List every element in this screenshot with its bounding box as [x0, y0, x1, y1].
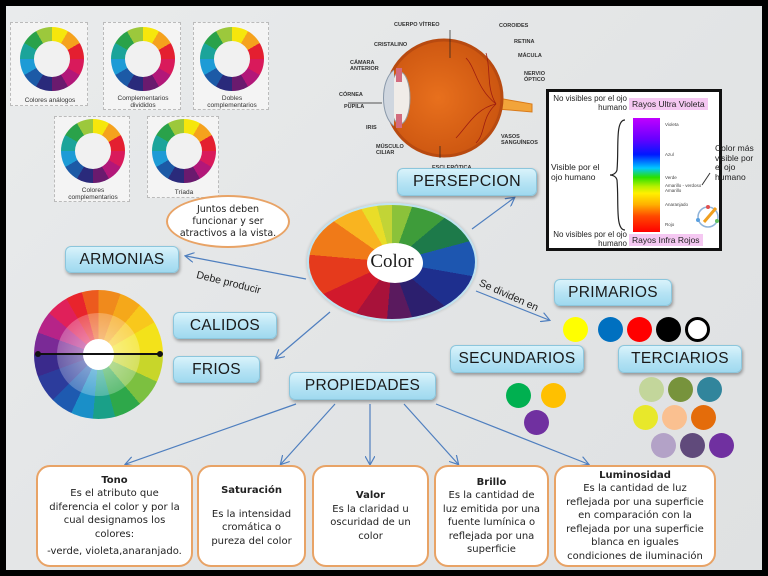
band-label: Rojo: [665, 222, 675, 227]
color-wheel-icon: [111, 27, 175, 91]
eye-diagram: CUERPO VÍTREO COROIDES RETINA MÁCULA NER…: [336, 8, 545, 171]
color-swatch-white: [685, 317, 710, 342]
harmony-wheel-card: Dobles complementarios: [193, 22, 269, 110]
central-color-node: Color: [307, 203, 477, 321]
color-wheel-icon: [152, 119, 216, 183]
property-title: Tono: [101, 474, 128, 486]
concept-frios[interactable]: FRIOS: [173, 356, 260, 383]
color-swatch: [639, 377, 664, 402]
property-body: Es la cantidad de luz reflejada por una …: [566, 483, 704, 562]
band-label: Amarillo - verdoso: [665, 183, 702, 188]
spectrum-middle-left-text: Visible por el ojo humano: [551, 162, 600, 182]
color-swatch: [633, 405, 658, 430]
harmony-wheel-label: Tríada: [166, 189, 202, 196]
concept-secundarios[interactable]: SECUNDARIOS: [450, 345, 584, 373]
harmony-wheel-label: Colores complementarios: [59, 187, 127, 201]
property-title: Brillo: [476, 476, 507, 488]
band-label: Anaranjado: [665, 202, 689, 207]
color-swatch-purple: [524, 410, 549, 435]
property-body: Es la cantidad de luz emitida por una fu…: [442, 490, 541, 555]
property-card-brillo: Brillo Es la cantidad de luz emitida por…: [434, 465, 549, 567]
property-body: Es el atributo que diferencia el color y…: [49, 488, 180, 540]
light-spectrum-panel: No visibles por el ojo humano Rayos Ultr…: [546, 89, 754, 251]
color-swatch: [680, 433, 705, 458]
concept-perspecion[interactable]: PERSEPCION: [397, 168, 537, 196]
brace-icon: [609, 119, 626, 231]
color-swatch: [662, 405, 687, 430]
color-swatch: [691, 405, 716, 430]
eye-label-coroides: COROIDES: [499, 23, 529, 29]
eye-label-camara-anterior: CÁMARA ANTERIOR: [350, 60, 379, 72]
spectrum-top-left-text: No visibles por el ojo humano: [553, 94, 627, 112]
color-swatch: [697, 377, 722, 402]
color-swatch: [651, 433, 676, 458]
concept-calidos[interactable]: CALIDOS: [173, 312, 277, 339]
color-wheel-icon: [200, 27, 264, 91]
property-card-saturacion: Saturación Es la intensidad cromática o …: [197, 465, 306, 567]
uv-rays-tag: Rayos Ultra Violeta: [629, 98, 708, 110]
color-swatch-black: [656, 317, 681, 342]
spectrum-bottom-left-text: No visibles por el ojo humano: [553, 230, 627, 248]
harmony-wheel-label: Complementarios divididos: [108, 95, 178, 109]
color-wheel-icon: [61, 119, 125, 183]
ir-rays-tag: Rayos Infra Rojos: [629, 234, 703, 246]
band-label: Violeta: [665, 122, 679, 127]
property-card-luminosidad: Luminosidad Es la cantidad de luz reflej…: [554, 465, 716, 567]
color-swatch-blue: [598, 317, 623, 342]
divider-line: [37, 353, 160, 355]
color-swatch-green: [506, 383, 531, 408]
eye-label-cristalino: CRISTALINO: [374, 42, 408, 48]
color-swatch: [709, 433, 734, 458]
harmony-wheel-card: Colores análogos: [10, 22, 88, 106]
property-title: Saturación: [221, 485, 282, 496]
harmony-wheel-card: Colores complementarios: [54, 116, 130, 202]
harmony-note: Juntos deben funcionar y ser atractivos …: [166, 195, 290, 248]
color-swatch-red: [627, 317, 652, 342]
property-body: Es la claridad u oscuridad de un color: [330, 503, 411, 542]
eye-label-iris: IRIS: [366, 125, 377, 131]
harmony-wheel-card: Tríada: [147, 116, 219, 198]
eye-label-pupila: PUPILA: [344, 104, 365, 110]
concept-terciarios[interactable]: TERCIARIOS: [618, 345, 742, 373]
color-swatch-orange: [541, 383, 566, 408]
eye-anatomy-icon: [348, 30, 533, 158]
spectrum-bar: [633, 118, 660, 232]
central-label: Color: [370, 251, 414, 272]
pencil-cycle-icon: [696, 205, 719, 228]
color-swatch: [668, 377, 693, 402]
color-swatch-yellow: [563, 317, 588, 342]
band-label: Amarillo: [665, 188, 682, 193]
eye-label-musculo-ciliar: MÚSCULO CILIAR: [376, 144, 404, 156]
concept-primarios[interactable]: PRIMARIOS: [554, 279, 672, 306]
concept-armonias[interactable]: ARMONIAS: [65, 246, 179, 273]
eye-label-vasos-sanguineos: VASOS SANGUÍNEOS: [501, 134, 538, 146]
concept-map-slide: Colores análogos Complementarios dividid…: [6, 6, 762, 570]
eye-label-nervio-optico: NERVIO ÓPTICO: [524, 71, 546, 83]
harmony-wheel-label: Dobles complementarios: [198, 95, 266, 109]
property-title: Valor: [355, 490, 386, 501]
pointer-line-icon: [701, 172, 711, 186]
eye-label-cuerpo-vitreo: CUERPO VÍTREO: [394, 22, 440, 28]
band-label: Azul: [665, 152, 674, 157]
property-card-tono: Tono Es el atributo que diferencia el co…: [36, 465, 193, 567]
spectrum-right-note-text: Color más visible por el ojo humano: [715, 143, 754, 182]
eye-label-retina: RETINA: [514, 39, 535, 45]
warm-cool-color-wheel: [34, 290, 163, 419]
property-card-valor: Valor Es la claridad u oscuridad de un c…: [312, 465, 429, 567]
color-wheel-icon: [20, 27, 84, 91]
eye-label-cornea: CÓRNEA: [339, 92, 363, 98]
band-label: Verde: [665, 175, 677, 180]
eye-label-macula: MÁCULA: [518, 53, 542, 59]
property-extra: -verde, violeta,anaranjado.: [47, 546, 182, 557]
property-title: Luminosidad: [599, 469, 671, 481]
property-body: Es la intensidad cromática o pureza del …: [211, 508, 292, 547]
harmony-wheel-label: Colores análogos: [13, 97, 87, 104]
harmony-wheel-card: Complementarios divididos: [103, 22, 181, 110]
concept-propiedades[interactable]: PROPIEDADES: [289, 372, 436, 400]
